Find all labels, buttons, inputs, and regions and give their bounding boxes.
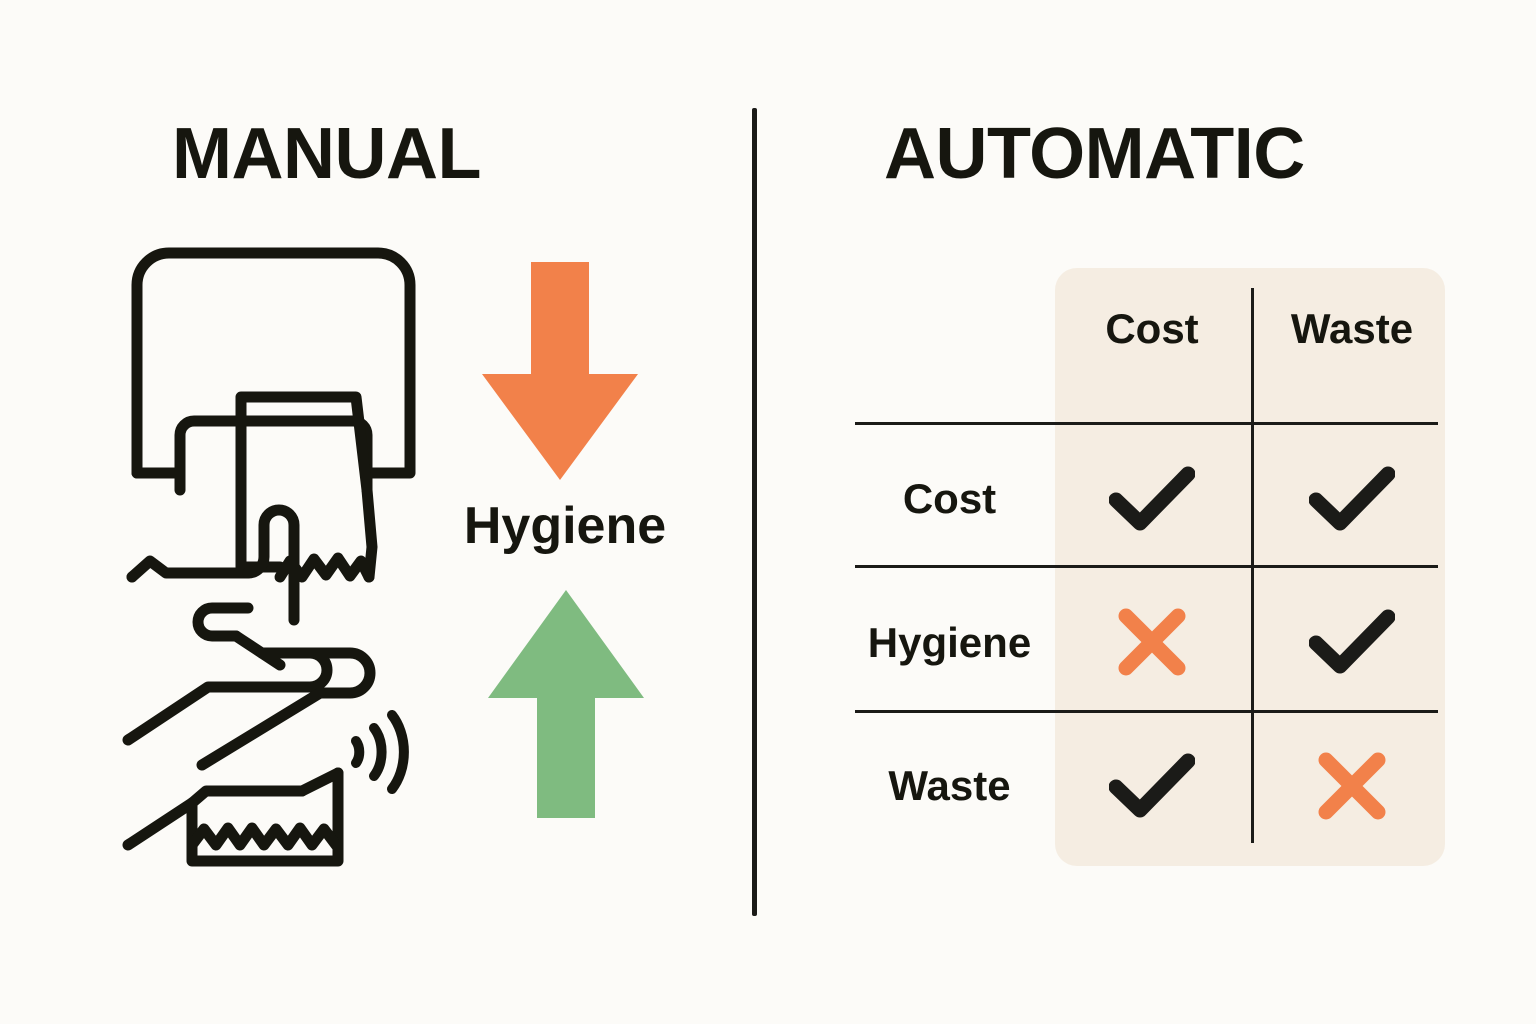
towel-sheet-bottom [186,822,342,851]
sensor-waves [351,710,409,794]
cross-icon [1118,608,1186,676]
cell-waste-cost [1057,744,1247,828]
column-header-waste: Waste [1290,305,1414,352]
hygiene-label: Hygiene [463,497,667,555]
table-rule-bottom [855,710,1438,713]
check-icon [1309,609,1395,674]
panel-title-manual: MANUAL [172,114,481,194]
cell-hygiene-waste [1257,600,1447,684]
table-rule-middle [855,565,1438,568]
down-arrow-icon [482,262,638,480]
center-divider [752,108,757,916]
column-header-cost: Cost [1105,305,1199,352]
check-icon [1309,466,1395,531]
row-label-waste: Waste [888,762,1011,809]
dispenser-slot [174,415,373,496]
comparison-table: Cost Waste Cost Hygiene Waste [852,268,1445,866]
hand-waving-sensor [122,647,376,867]
cell-hygiene-cost [1057,600,1247,684]
check-icon [1109,466,1195,531]
up-arrow-icon [488,590,644,818]
hand-pulling-towel [126,504,300,671]
cell-cost-cost [1057,457,1247,541]
row-label-hygiene: Hygiene [867,619,1032,666]
panel-title-automatic: AUTOMATIC [884,114,1305,194]
dispenser-body [131,247,416,479]
cross-icon [1318,752,1386,820]
check-icon [1109,753,1195,818]
cell-cost-waste [1257,457,1447,541]
manual-dispenser-illustration [120,225,450,885]
cell-waste-waste [1257,744,1447,828]
row-label-cost: Cost [902,475,997,522]
table-column-divider [1251,288,1254,843]
table-rule-top [855,422,1438,425]
